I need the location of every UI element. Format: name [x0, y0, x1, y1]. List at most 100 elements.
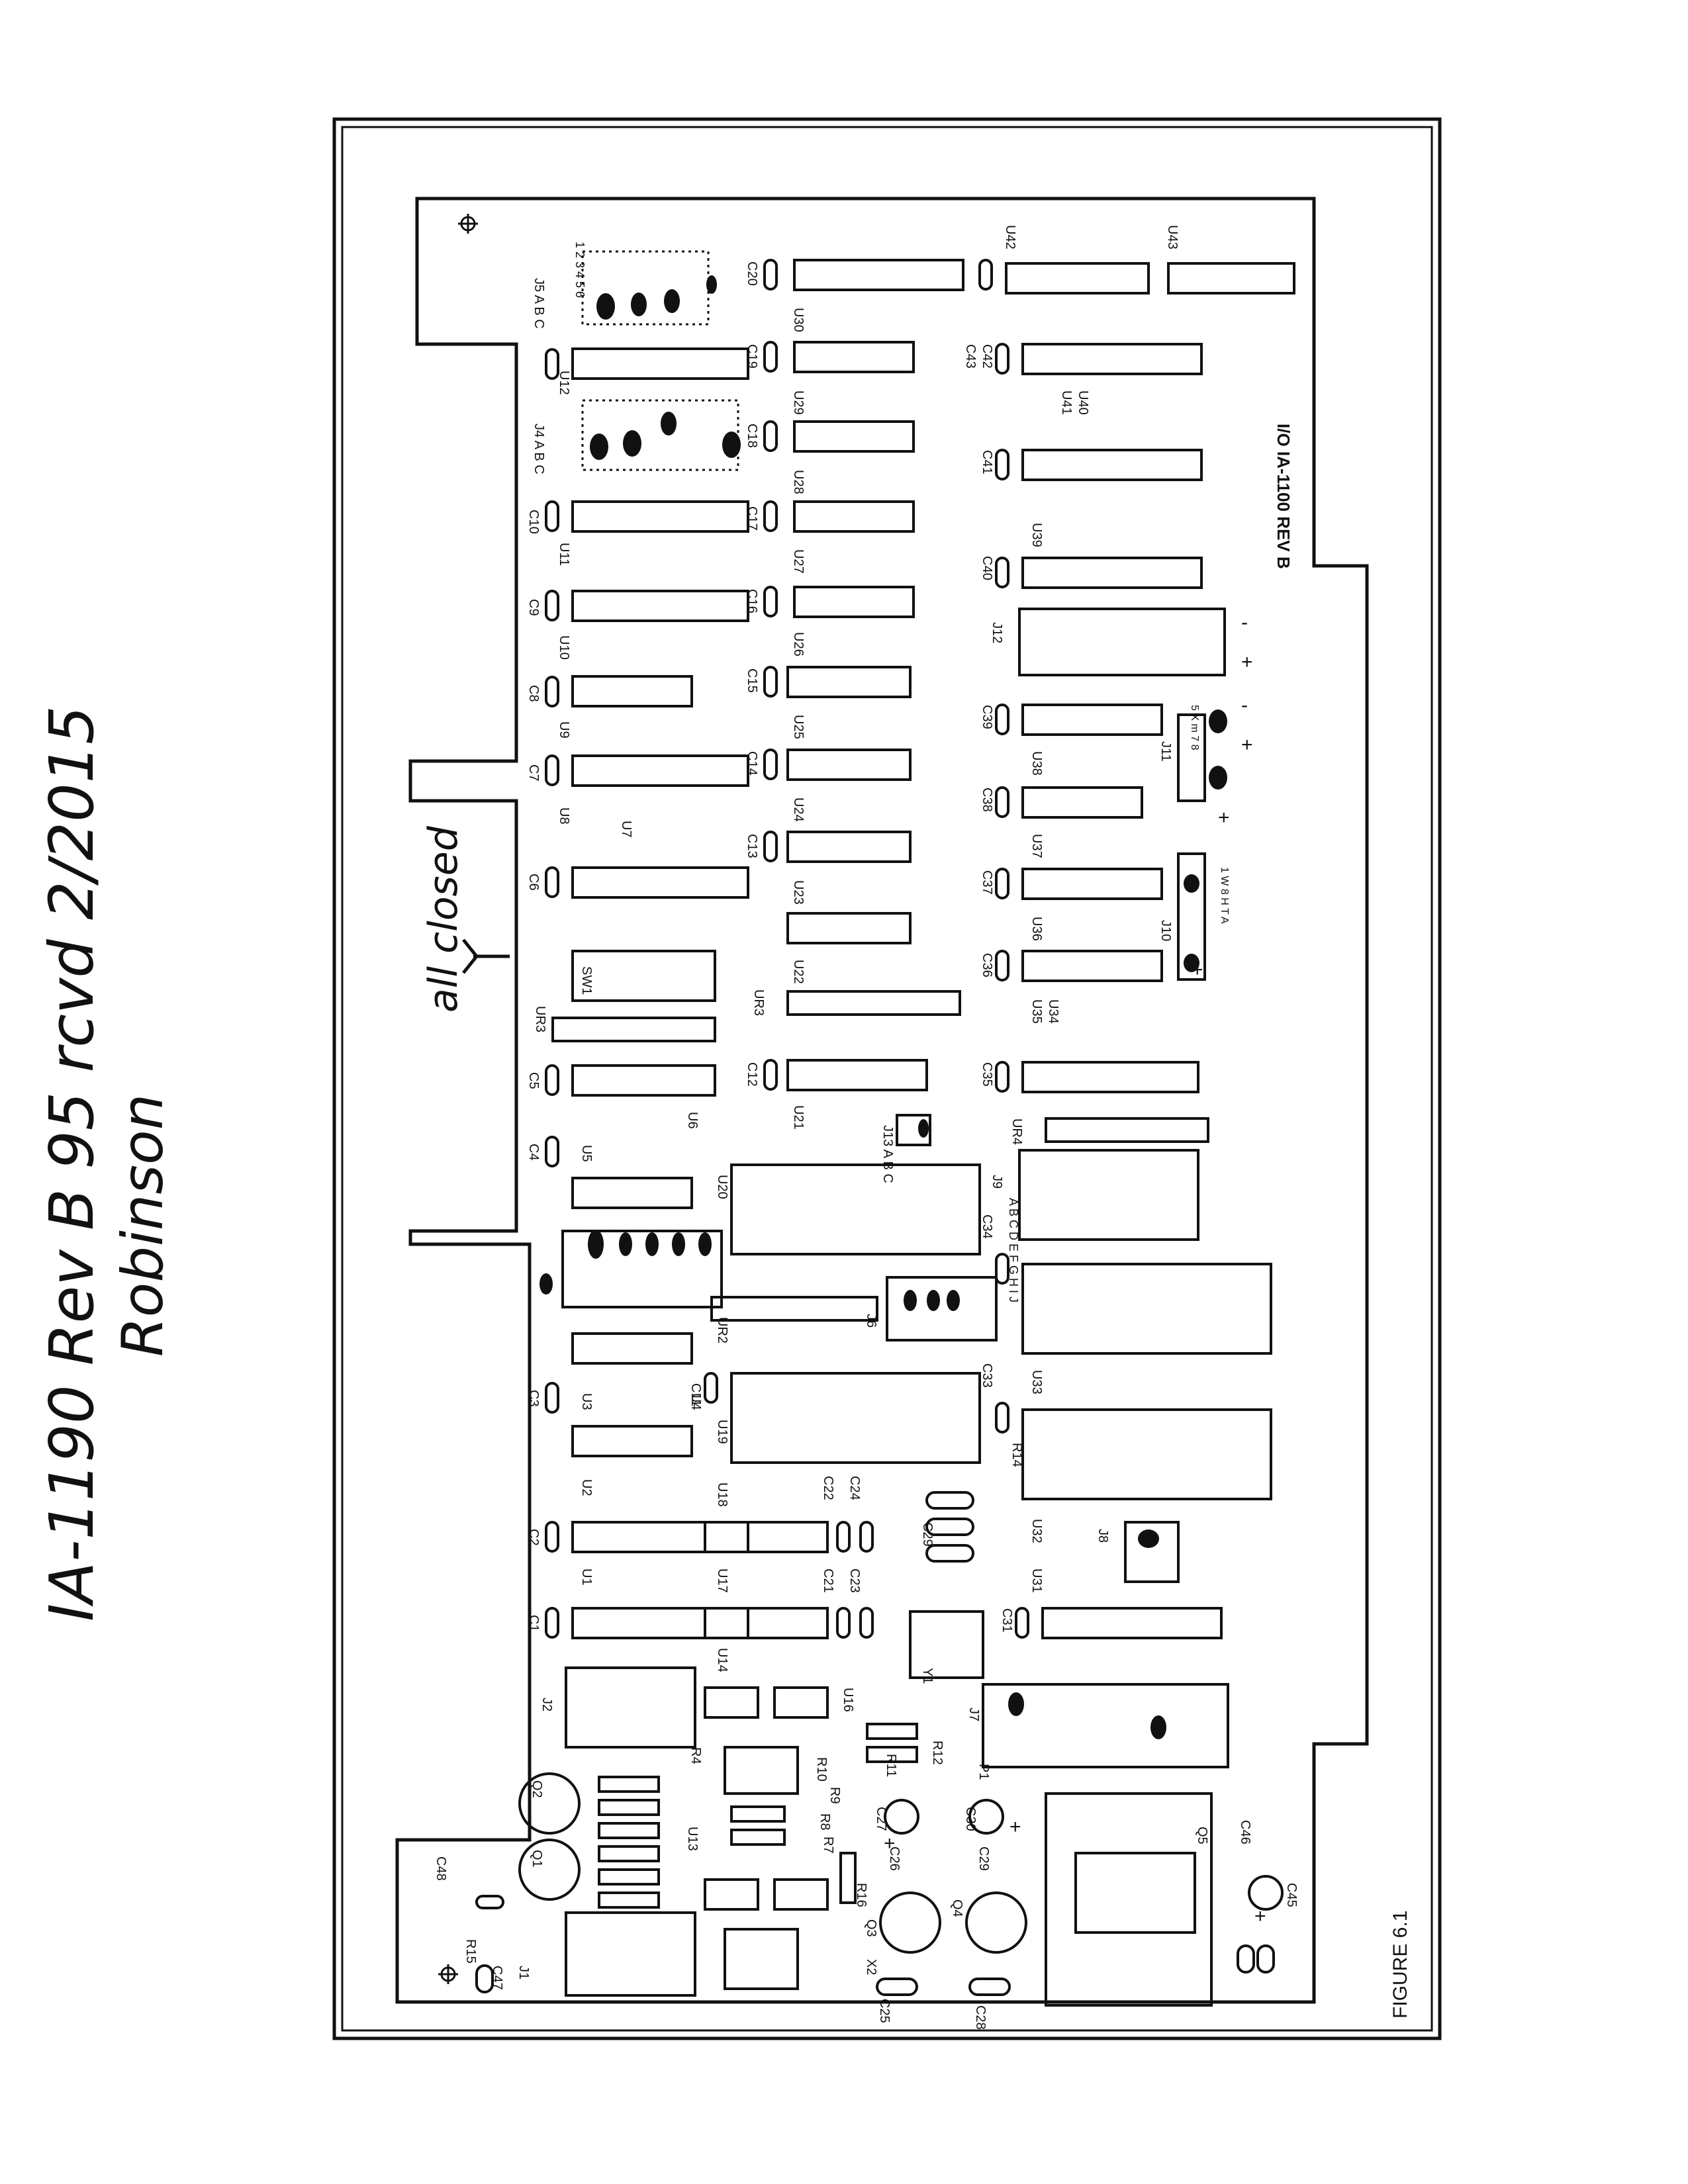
capacitor-c41: [995, 449, 1009, 480]
jumper-block-j10: [1177, 852, 1206, 981]
label-u37: U37: [1029, 834, 1044, 858]
label-u18: U18: [715, 1482, 729, 1507]
label-c39: C39: [980, 705, 994, 729]
capacitor-c46-b: [1256, 1944, 1275, 1974]
capacitor-c29-c: [925, 1544, 974, 1563]
label-q5: Q5: [1195, 1827, 1209, 1844]
plus-mark: +: [1192, 959, 1203, 981]
capacitor-c36: [995, 950, 1009, 981]
capacitor-c42-upper: [978, 259, 993, 291]
resistor-r16: [839, 1852, 857, 1904]
crystal-y1: [909, 1610, 984, 1679]
minus-mark: -: [1241, 612, 1248, 633]
resistor-pack-r4: [724, 1746, 799, 1795]
label-u14: U14: [715, 1648, 729, 1672]
ic-u5: [571, 1177, 693, 1209]
capacitor-c37: [995, 868, 1009, 899]
jumper-marks: [539, 275, 1227, 1739]
ic-u23: [786, 831, 912, 863]
label-j5: J5 A B C: [532, 278, 546, 329]
ic-u41: [1021, 343, 1203, 375]
minus-mark: -: [1241, 694, 1248, 716]
label-u35: U35: [1029, 999, 1044, 1024]
arrow-icon: [462, 938, 510, 974]
jumper-block-j4: [581, 399, 739, 471]
label-j11-pins: 5 X m 7 8: [1189, 705, 1200, 751]
capacitor-c18: [763, 420, 778, 452]
ic-u11-upper: [571, 500, 749, 533]
jumper-block-j3: [561, 1230, 723, 1308]
capacitor-c46: [1237, 1944, 1255, 1974]
label-c5: C5: [526, 1072, 541, 1089]
capacitor-c13: [763, 831, 778, 862]
capacitor-c12-upper: [545, 348, 559, 380]
ic-u26: [793, 586, 915, 618]
label-c35: C35: [980, 1062, 994, 1087]
jumper-headers: J5 A B C 1 2 3 4 5 6 J4 A B C: [532, 242, 739, 475]
label-c28: C28: [973, 2005, 988, 2030]
ic-u42: [1005, 262, 1150, 295]
resistor-network-ur1: [786, 990, 961, 1016]
ic-u27: [793, 500, 915, 533]
label-u1: U1: [579, 1569, 594, 1586]
ic-u13: [704, 1878, 759, 1911]
capacitor-c23: [859, 1607, 874, 1639]
label-ur3: UR3: [751, 989, 766, 1016]
connector-j8: [1124, 1521, 1180, 1583]
label-q4: Q4: [950, 1899, 964, 1917]
ic-u18: [704, 1521, 829, 1553]
plus-mark: +: [1254, 1905, 1266, 1927]
label-c17: C17: [745, 506, 759, 531]
label-c42: C42: [980, 344, 994, 369]
label-q2: Q2: [530, 1780, 544, 1798]
label-c25: C25: [877, 1999, 892, 2023]
label-u7: U7: [619, 821, 633, 838]
ic-u2: [571, 1521, 749, 1553]
label-c30: C30: [963, 1807, 978, 1831]
label-c23: C23: [847, 1569, 862, 1593]
label-u20: U20: [715, 1175, 729, 1199]
label-ur4: UR4: [1009, 1118, 1024, 1145]
label-u24: U24: [791, 797, 806, 822]
ic-u8: [571, 866, 749, 899]
ic-u24: [786, 749, 912, 781]
label-c14: C14: [745, 751, 759, 776]
label-c3: C3: [526, 1390, 541, 1407]
label-y1: Y1: [920, 1668, 935, 1684]
ic-u43: [1167, 262, 1295, 295]
figure-caption: FIGURE 6.1: [1389, 1911, 1411, 2019]
resistor-r12: [866, 1746, 918, 1763]
label-u25: U25: [791, 715, 806, 739]
label-j2: J2: [539, 1698, 554, 1711]
capacitor-c29-a: [925, 1491, 974, 1510]
label-u4: U4: [688, 1393, 703, 1410]
label-r7: R7: [821, 1837, 835, 1854]
label-u43: U43: [1165, 225, 1180, 250]
capacitor-c28: [968, 1978, 1011, 1996]
label-c6: C6: [526, 874, 541, 891]
label-u30: U30: [791, 308, 806, 332]
ic-u29: [793, 259, 964, 291]
ic-u37: [1021, 786, 1143, 819]
label-u19: U19: [715, 1420, 729, 1444]
label-j9: J9: [990, 1175, 1004, 1189]
label-u13: U13: [685, 1827, 700, 1851]
capacitor-c25: [876, 1978, 918, 1996]
resistor-r2: [598, 1799, 660, 1816]
resistor-pack-r15: [724, 1928, 799, 1990]
label-u23: U23: [791, 880, 806, 905]
capacitor-c35: [995, 1061, 1009, 1093]
label-u31: U31: [1029, 1569, 1044, 1593]
capacitor-c16: [763, 586, 778, 617]
label-c29-lower: C29: [976, 1846, 991, 1871]
resistor-network-ur2: [710, 1296, 878, 1322]
label-j10: J10: [1158, 920, 1173, 941]
ic-u30: [793, 341, 915, 373]
handwritten-notes: IA-1190 Rev B 95 rcvd 2/2015 Robinson al…: [36, 705, 510, 1621]
capacitor-c8: [545, 676, 559, 707]
plus-mark: +: [884, 1833, 896, 1854]
plus-mark: +: [1218, 807, 1230, 829]
label-u32: U32: [1029, 1519, 1044, 1543]
ic-u35: [1021, 950, 1163, 982]
label-j4: J4 A B C: [532, 424, 546, 475]
